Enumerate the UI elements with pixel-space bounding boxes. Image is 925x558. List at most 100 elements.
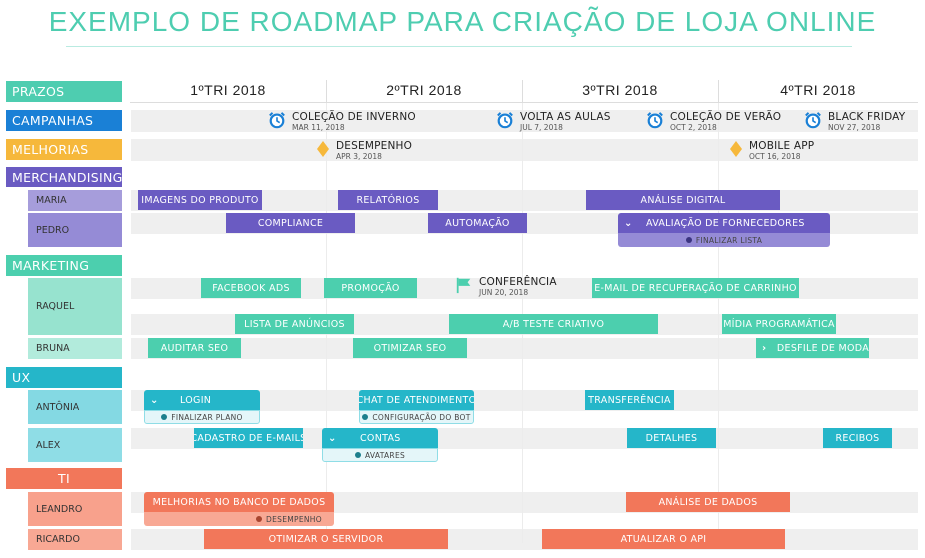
task-otimizar-servidor[interactable]: OTIMIZAR O SERVIDOR [204,529,448,549]
task-lista-anuncios[interactable]: LISTA DE ANÚNCIOS [235,314,354,334]
task-midia-programatica[interactable]: MÍDIA PROGRAMÁTICA [722,314,836,334]
task-chat-atendimento[interactable]: CHAT DE ATENDIMENTO [359,390,474,410]
status-dot [354,452,361,458]
subtask-desempenho[interactable]: DESEMPENHO [144,512,334,526]
flag-icon [456,277,471,294]
quarter-1-header: 1ºTRI 2018 [190,82,266,98]
milestone-date: MAR 11, 2018 [292,123,345,132]
subtask-label: AVATARES [364,450,406,460]
task-contas[interactable]: ⌄ CONTAS [322,428,438,448]
task-recibos[interactable]: RECIBOS [823,428,892,448]
status-dot [161,414,168,420]
person-label-raquel: RAQUEL [28,278,122,335]
category-ti: TI [6,468,122,489]
milestone-date: OCT 16, 2018 [749,152,801,161]
milestone-label: VOLTA AS AULAS [520,111,611,123]
task-email-recuperacao[interactable]: E-MAIL DE RECUPERAÇÃO DE CARRINHO [592,278,799,298]
task-atualizar-api[interactable]: ATUALIZAR O API [542,529,785,549]
task-detalhes[interactable]: DETALHES [627,428,716,448]
task-analise-dados[interactable]: ANÁLISE DE DADOS [626,492,790,512]
task-login[interactable]: ⌄ LOGIN [144,390,260,410]
grid-line [718,103,719,543]
title-underline [66,46,852,47]
status-dot [362,414,369,420]
milestone-date: APR 3, 2018 [336,152,382,161]
alarm-clock-icon [497,112,513,129]
status-dot [685,237,692,243]
task-melhorias-banco-dados[interactable]: MELHORIAS NO BANCO DE DADOS [144,492,334,512]
task-label: DESFILE DE MODA [776,342,869,354]
subtask-finalizar-plano[interactable]: FINALIZAR PLANO [144,410,260,424]
person-label-alex: ALEX [28,428,122,462]
person-label-pedro: PEDRO [28,213,122,247]
category-ux: UX [6,367,122,388]
chevron-down-icon[interactable]: ⌄ [624,217,633,229]
person-label-antonia: ANTÔNIA [28,390,122,424]
category-prazos: PRAZOS [6,81,122,102]
task-auditar-seo[interactable]: AUDITAR SEO [148,338,241,358]
task-ab-teste[interactable]: A/B TESTE CRIATIVO [449,314,658,334]
milestone-label: COLEÇÃO DE INVERNO [292,111,416,123]
page-title: EXEMPLO DE ROADMAP PARA CRIAÇÃO DE LOJA … [48,6,877,37]
task-transferencia[interactable]: TRANSFERÊNCIA [585,390,674,410]
task-cadastro-emails[interactable]: CADASTRO DE E-MAILS [194,428,303,448]
task-otimizar-seo[interactable]: OTIMIZAR SEO [353,338,467,358]
milestone-label: MOBILE APP [749,140,815,152]
subtask-avatares[interactable]: AVATARES [322,448,438,462]
alarm-clock-icon [805,112,821,129]
category-campanhas: CAMPANHAS [6,110,122,131]
task-desfile-moda[interactable]: › DESFILE DE MODA [756,338,869,358]
status-dot [256,516,263,522]
alarm-clock-icon [269,112,285,129]
subtask-label: FINALIZAR PLANO [171,412,243,422]
category-marketing: MARKETING [6,255,122,276]
row-band-campanhas [131,110,918,132]
task-automacao[interactable]: AUTOMAÇÃO [428,213,527,233]
task-relatorios[interactable]: RELATÓRIOS [338,190,438,210]
milestone-label: DESEMPENHO [336,140,413,152]
milestone-label: BLACK FRIDAY [828,111,906,123]
quarter-separator [522,80,523,102]
row-band-antonia [131,390,918,411]
subtask-finalizar-lista[interactable]: FINALIZAR LISTA [618,233,830,247]
milestone-date: JUL 7, 2018 [520,123,563,132]
task-compliance[interactable]: COMPLIANCE [226,213,355,233]
category-merchandising: MERCHANDISING [6,167,122,187]
task-label: AVALIAÇÃO DE FORNECEDORES [646,217,805,229]
chevron-down-icon[interactable]: ⌄ [150,394,159,406]
milestone-date: OCT 2, 2018 [670,123,717,132]
chevron-down-icon[interactable]: ⌄ [328,432,337,444]
task-promocao[interactable]: PROMOÇÃO [324,278,417,298]
category-melhorias: MELHORIAS [6,139,122,160]
diamond-icon [317,141,329,157]
task-facebook-ads[interactable]: FACEBOOK ADS [201,278,301,298]
quarter-separator [326,80,327,102]
task-analise-digital[interactable]: ANÁLISE DIGITAL [586,190,780,210]
quarter-separator [718,80,719,102]
person-label-ricardo: RICARDO [28,529,122,550]
milestone-label: COLEÇÃO DE VERÃO [670,111,782,123]
task-imagens-produto[interactable]: IMAGENS DO PRODUTO [138,190,262,210]
task-label: LOGIN [180,394,212,406]
quarter-4-header: 4ºTRI 2018 [780,82,856,98]
chevron-right-icon[interactable]: › [762,342,767,354]
subtask-configuracao-bot[interactable]: CONFIGURAÇÃO DO BOT [359,410,474,424]
quarter-2-header: 2ºTRI 2018 [386,82,462,98]
person-label-maria: MARIA [28,190,122,211]
task-label: CONTAS [360,432,401,444]
quarter-3-header: 3ºTRI 2018 [582,82,658,98]
header-divider [130,102,918,103]
subtask-label: DESEMPENHO [266,514,322,524]
diamond-icon [730,141,742,157]
milestone-label: CONFERÊNCIA [479,276,557,288]
row-band-melhorias [131,139,918,161]
subtask-label: CONFIGURAÇÃO DO BOT [372,412,471,422]
task-avaliacao-fornecedores[interactable]: ⌄ AVALIAÇÃO DE FORNECEDORES [618,213,830,233]
